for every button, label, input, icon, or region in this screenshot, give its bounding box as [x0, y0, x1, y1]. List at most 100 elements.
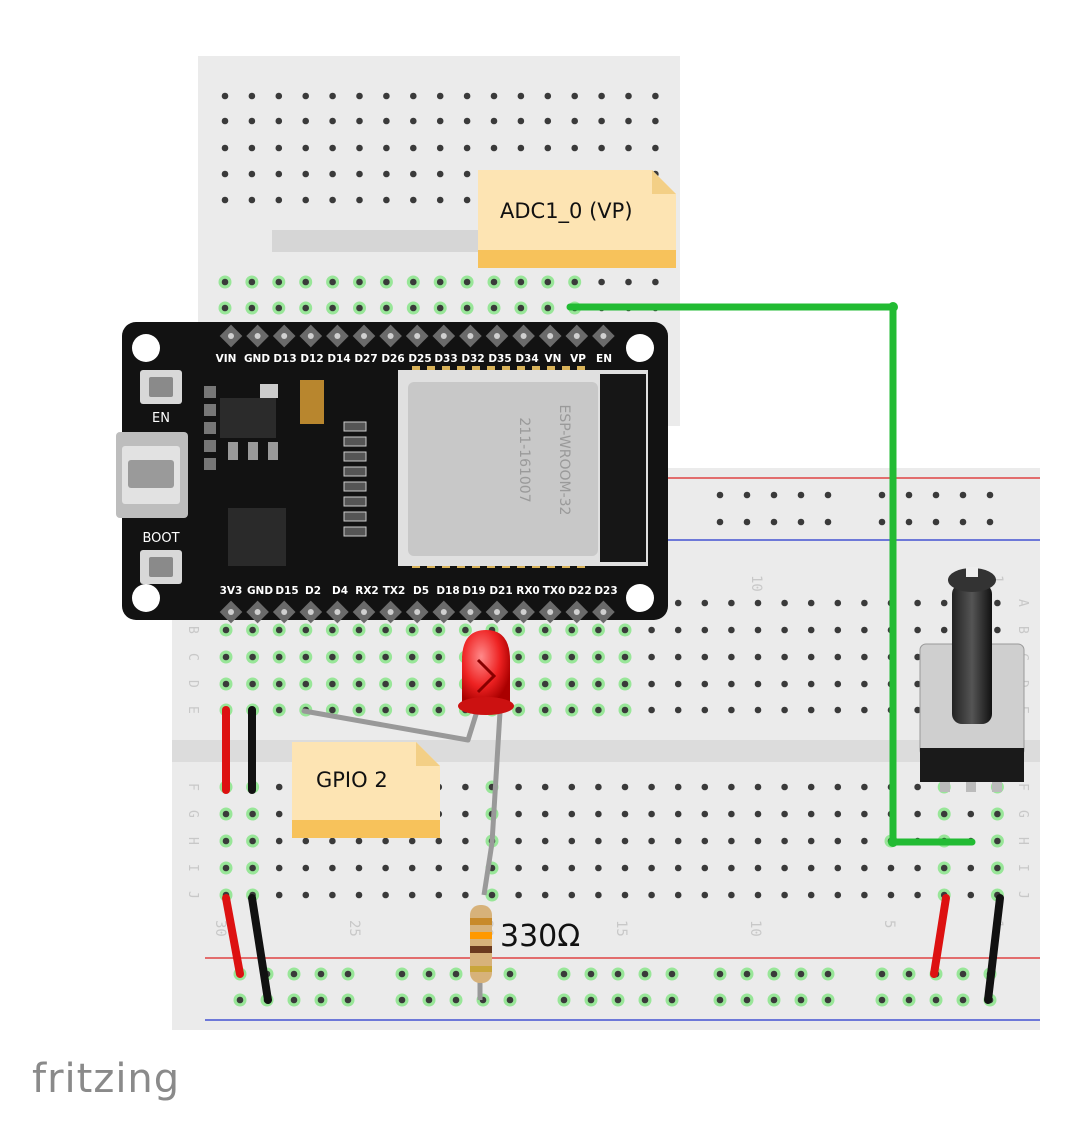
breadboard-hole [515, 891, 522, 899]
breadboard-hole [383, 304, 390, 312]
breadboard-hole [408, 626, 416, 634]
breadboard-hole [807, 626, 815, 634]
breadboard-hole [648, 864, 655, 872]
breadboard-hole [329, 891, 336, 899]
boot-button-label: BOOT [142, 531, 179, 546]
breadboard-hole [701, 653, 709, 661]
header-pin-hole [387, 333, 394, 339]
breadboard-hole [571, 117, 578, 125]
row-letter-left: E [185, 706, 200, 714]
pin-label-d32: D32 [461, 353, 484, 365]
breadboard-hole [994, 599, 1001, 607]
breadboard-hole [807, 810, 815, 818]
breadboard-hole [490, 144, 498, 152]
header-pin-hole [334, 333, 341, 339]
pin-label-tx2: TX2 [383, 585, 406, 597]
breadboard-hole [668, 970, 676, 978]
breadboard-hole [834, 599, 842, 607]
breadboard-hole [302, 680, 310, 688]
breadboard-hole [728, 810, 735, 818]
smd-diode [204, 386, 216, 398]
breadboard-hole [621, 810, 629, 818]
breadboard-hole [861, 891, 868, 899]
breadboard-hole [754, 810, 762, 818]
breadboard-hole [275, 891, 283, 899]
breadboard-hole [515, 837, 522, 845]
breadboard-hole [302, 144, 310, 152]
breadboard-hole [222, 626, 230, 634]
breadboard-hole [807, 783, 815, 791]
breadboard-hole [905, 970, 913, 978]
breadboard-hole [587, 996, 595, 1004]
breadboard-hole [383, 196, 390, 204]
smd-resistor [343, 436, 367, 447]
breadboard-hole [568, 680, 576, 688]
breadboard-hole [329, 144, 336, 152]
breadboard-hole [435, 626, 443, 634]
breadboard-hole [986, 491, 994, 499]
breadboard-hole [408, 891, 416, 899]
smd-diode [204, 458, 216, 470]
boot-button: BOOT [140, 531, 182, 584]
breadboard-hole [967, 891, 975, 899]
breadboard-hole [754, 837, 762, 845]
smd-resistor [343, 466, 367, 477]
pin-label-d19: D19 [462, 585, 485, 597]
breadboard-hole [382, 837, 389, 845]
breadboard-hole [861, 810, 868, 818]
breadboard-hole [544, 278, 552, 286]
breadboard-hole [541, 653, 549, 661]
breadboard-hole [807, 837, 815, 845]
led [301, 630, 514, 846]
esp32-pin-headers [219, 324, 615, 624]
breadboard-hole [674, 653, 682, 661]
header-pin-hole [361, 609, 367, 615]
col-num-bottom-15: 15 [613, 920, 629, 937]
breadboard-hole [797, 518, 805, 526]
breadboard-hole [568, 706, 576, 714]
breadboard-hole [410, 196, 417, 204]
breadboard-hole [861, 680, 868, 688]
breadboard-hole [355, 653, 363, 661]
adc-note-text: ADC1_0 (VP) [500, 199, 633, 224]
breadboard-hole [568, 864, 576, 872]
breadboard-hole [356, 304, 363, 312]
breadboard-hole [541, 626, 549, 634]
row-letter-right: J [1015, 891, 1030, 899]
breadboard-hole [275, 117, 283, 125]
breadboard-hole [410, 278, 417, 286]
pin-label-d4: D4 [332, 585, 348, 597]
header-pin-hole [520, 609, 527, 615]
breadboard-hole [221, 92, 229, 100]
breadboard-hole [834, 626, 842, 634]
breadboard-hole [436, 196, 444, 204]
breadboard-hole [329, 304, 336, 312]
breadboard-hole [728, 783, 735, 791]
breadboard-hole [355, 891, 363, 899]
right-jumpers [930, 894, 1004, 1004]
breadboard-hole [743, 996, 751, 1004]
breadboard-hole [408, 653, 416, 661]
breadboard-hole [463, 92, 471, 100]
breadboard-hole [541, 810, 549, 818]
header-pin-hole [307, 333, 314, 339]
breadboard-hole [932, 996, 940, 1004]
breadboard-hole [462, 864, 469, 872]
breadboard-hole [560, 970, 568, 978]
breadboard-hole [248, 92, 256, 100]
breadboard-hole [621, 653, 629, 661]
breadboard-hole [222, 680, 230, 688]
breadboard-hole [329, 196, 336, 204]
breadboard-hole [275, 626, 283, 634]
breadboard-hole [382, 864, 389, 872]
breadboard-hole [249, 864, 256, 872]
pin-label-d18: D18 [436, 585, 459, 597]
breadboard-hole [648, 680, 655, 688]
row-letter-right: H [1015, 837, 1030, 845]
breadboard-hole [641, 996, 649, 1004]
breadboard-hole [861, 706, 868, 714]
breadboard-hole [302, 864, 310, 872]
row-letter-left: I [185, 864, 200, 872]
breadboard-hole [598, 144, 605, 152]
gpio-note-text: GPIO 2 [316, 768, 388, 792]
